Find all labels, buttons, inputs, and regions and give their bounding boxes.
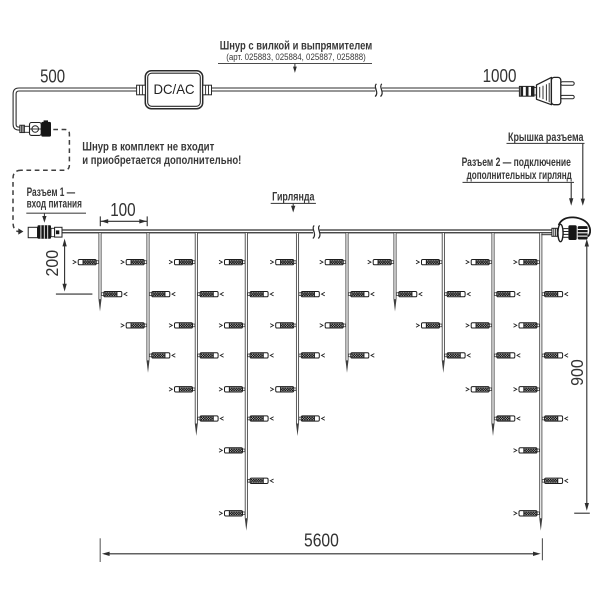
svg-text:500: 500 (40, 65, 65, 86)
svg-text:(арт. 025883, 025884, 025887,: (арт. 025883, 025884, 025887, 025888) (226, 52, 366, 62)
svg-text:DC/AC: DC/AC (154, 82, 195, 97)
svg-text:Разъем 1 —: Разъем 1 — (27, 185, 76, 199)
svg-text:Гирлянда: Гирлянда (272, 189, 314, 203)
svg-text:Крышка разъема: Крышка разъема (508, 130, 584, 144)
svg-text:900: 900 (567, 359, 587, 386)
svg-text:дополнительных гирлянд: дополнительных гирлянд (467, 168, 572, 182)
svg-text:Шнур с вилкой и выпрямителем: Шнур с вилкой и выпрямителем (220, 39, 373, 53)
svg-text:200: 200 (42, 250, 62, 277)
svg-text:Шнур в комплект не входит: Шнур в комплект не входит (82, 139, 214, 153)
svg-text:Разъем 2 — подключение: Разъем 2 — подключение (462, 155, 571, 169)
svg-text:5600: 5600 (304, 530, 339, 551)
svg-text:100: 100 (110, 199, 135, 220)
svg-text:1000: 1000 (483, 65, 517, 86)
svg-text:и приобретается дополнительно!: и приобретается дополнительно! (82, 153, 241, 167)
svg-text:вход питания: вход питания (27, 197, 82, 211)
